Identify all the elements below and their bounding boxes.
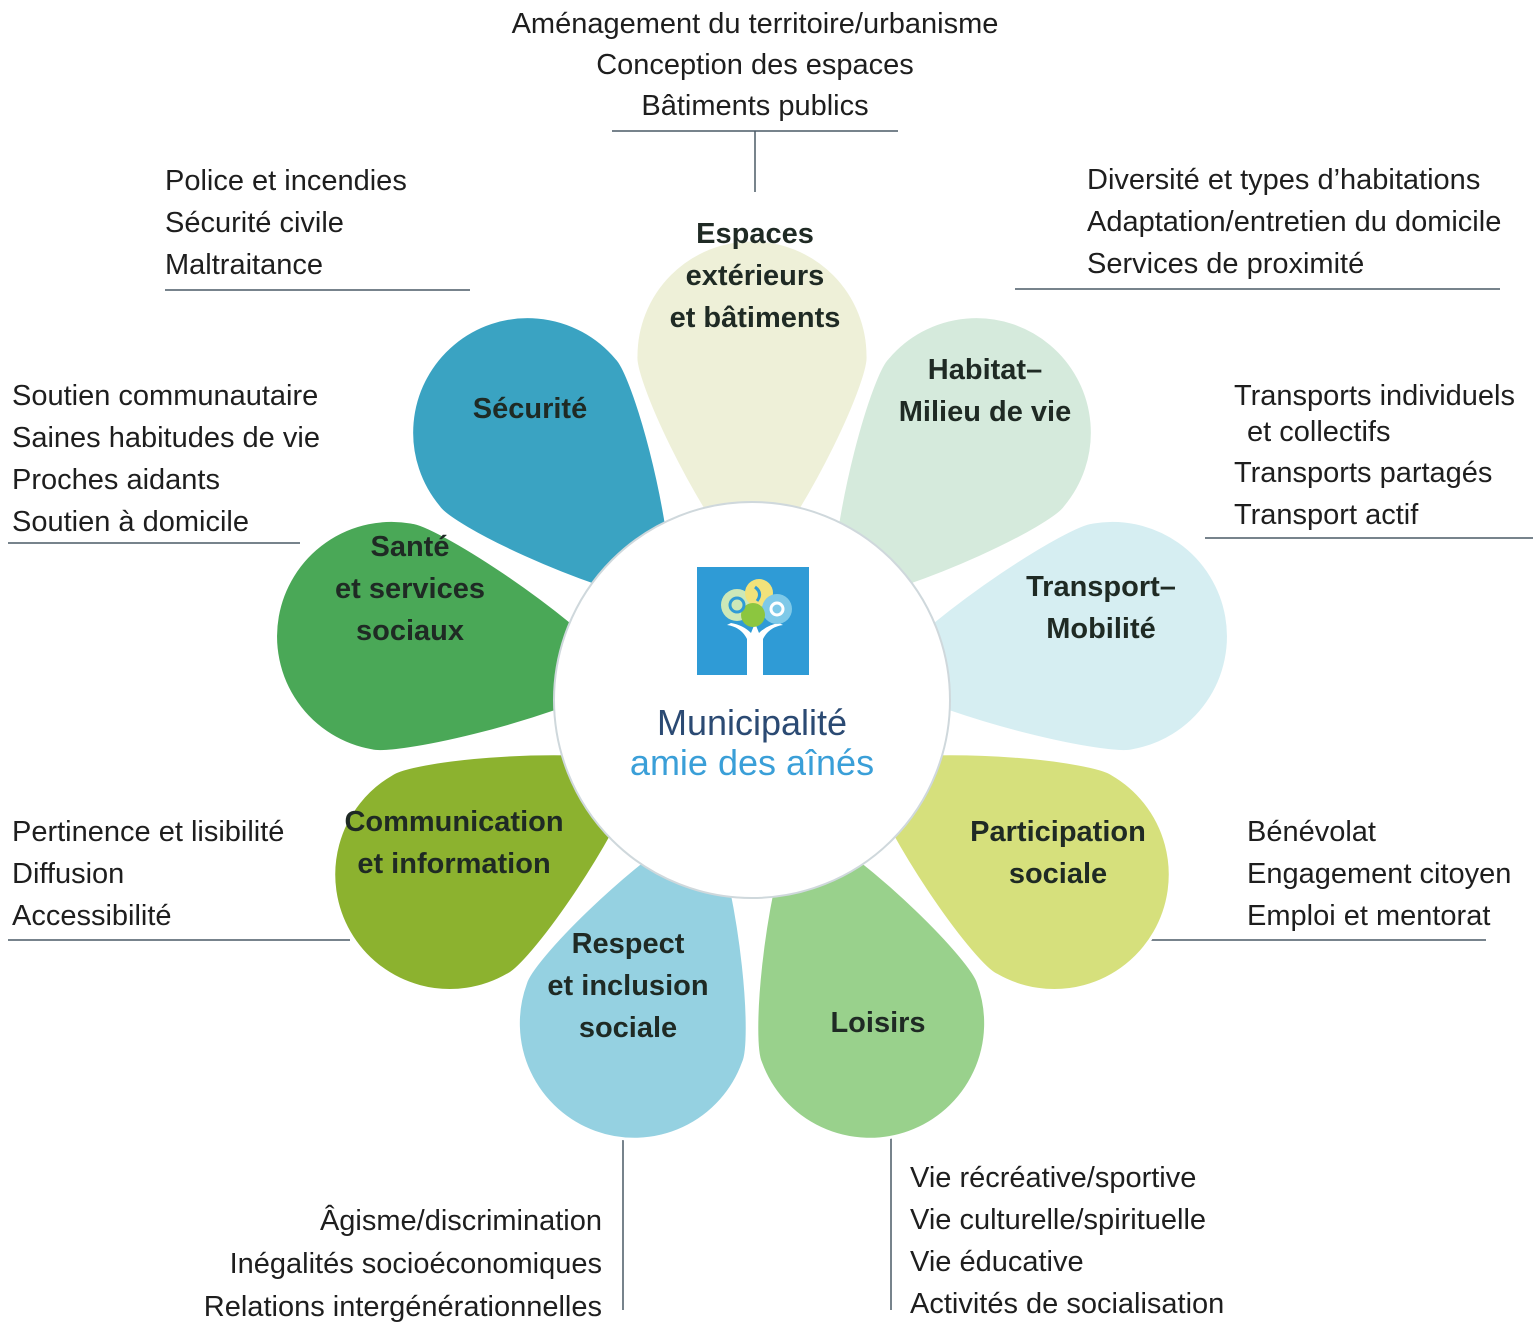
item-securite: Sécurité civile bbox=[165, 207, 344, 239]
item-communication: Pertinence et lisibilité bbox=[12, 816, 284, 848]
petal-transport bbox=[867, 518, 1230, 753]
item-habitat: Services de proximité bbox=[1087, 248, 1364, 280]
item-espaces: Bâtiments publics bbox=[641, 90, 868, 122]
item-transport: Transport actif bbox=[1234, 499, 1419, 531]
item-sante: Soutien à domicile bbox=[12, 506, 249, 538]
item-respect: Âgisme/discrimination bbox=[320, 1204, 602, 1237]
item-sante: Soutien communautaire bbox=[12, 380, 318, 412]
center-disc bbox=[553, 501, 951, 899]
petal-label-transport: Mobilité bbox=[1046, 613, 1156, 645]
item-securite: Police et incendies bbox=[165, 165, 407, 197]
petal-participation bbox=[853, 752, 1172, 992]
tree-logo-icon bbox=[697, 567, 809, 675]
petal-label-sante: Santé bbox=[371, 531, 450, 563]
item-sante: Proches aidants bbox=[12, 464, 220, 496]
petal-label-respect: sociale bbox=[579, 1012, 677, 1044]
petal-loisirs bbox=[755, 810, 988, 1141]
petal-label-habitat: Milieu de vie bbox=[899, 396, 1071, 428]
petal-label-respect: et inclusion bbox=[547, 970, 708, 1002]
petal-label-respect: Respect bbox=[572, 928, 685, 960]
petal-label-loisirs: Loisirs bbox=[830, 1007, 925, 1039]
petal-label-participation: sociale bbox=[1009, 858, 1107, 890]
petal-sante bbox=[274, 518, 637, 753]
leader-lines bbox=[8, 130, 1533, 1310]
item-participation: Emploi et mentorat bbox=[1247, 900, 1490, 932]
item-participation: Engagement citoyen bbox=[1247, 858, 1511, 890]
item-espaces: Aménagement du territoire/urbanisme bbox=[512, 8, 999, 40]
item-respect: Inégalités socioéconomiques bbox=[230, 1248, 602, 1280]
center-circle: Municipalité amie des aînés bbox=[553, 501, 951, 899]
petal-label-communication: et information bbox=[357, 848, 550, 880]
petal-label-transport: Transport– bbox=[1026, 571, 1176, 603]
item-transport: Transports partagés bbox=[1234, 457, 1492, 489]
petal-label-sante: et services bbox=[335, 573, 485, 605]
petal-label-sante: sociaux bbox=[356, 615, 464, 647]
petal-label-participation: Participation bbox=[970, 816, 1146, 848]
center-subtitle: amie des aînés bbox=[630, 742, 874, 783]
petal-label-habitat: Habitat– bbox=[928, 354, 1042, 386]
petal-label-espaces: Espaces bbox=[696, 218, 814, 250]
item-espaces: Conception des espaces bbox=[596, 49, 914, 81]
item-transport: Transports individuels bbox=[1234, 380, 1515, 412]
item-securite: Maltraitance bbox=[165, 249, 323, 281]
petal-label-espaces: extérieurs bbox=[686, 260, 825, 292]
item-habitat: Diversité et types d’habitations bbox=[1087, 164, 1480, 196]
petal-securite bbox=[410, 315, 677, 610]
item-participation: Bénévolat bbox=[1247, 816, 1376, 848]
item-loisirs: Vie récréative/sportive bbox=[910, 1162, 1196, 1194]
petal-label-securite: Sécurité bbox=[473, 393, 587, 425]
item-transport: et collectifs bbox=[1247, 416, 1390, 448]
center-title: Municipalité bbox=[657, 702, 847, 743]
petal-label-communication: Communication bbox=[344, 806, 563, 838]
petal-espaces bbox=[634, 238, 870, 583]
item-sante: Saines habitudes de vie bbox=[12, 422, 320, 454]
item-communication: Diffusion bbox=[12, 858, 124, 890]
item-communication: Accessibilité bbox=[12, 900, 172, 932]
item-loisirs: Vie culturelle/spirituelle bbox=[910, 1204, 1206, 1236]
item-loisirs: Activités de socialisation bbox=[910, 1288, 1224, 1320]
petal-label-espaces: et bâtiments bbox=[670, 302, 841, 334]
item-habitat: Adaptation/entretien du domicile bbox=[1087, 206, 1501, 238]
petal-respect bbox=[516, 810, 749, 1141]
item-lists: Aménagement du territoire/urbanismeConce… bbox=[12, 8, 1515, 1322]
item-respect: Relations intergénérationnelles bbox=[204, 1291, 602, 1322]
petal-habitat bbox=[827, 315, 1094, 610]
petal-communication bbox=[332, 752, 651, 992]
item-loisirs: Vie éducative bbox=[910, 1246, 1084, 1278]
